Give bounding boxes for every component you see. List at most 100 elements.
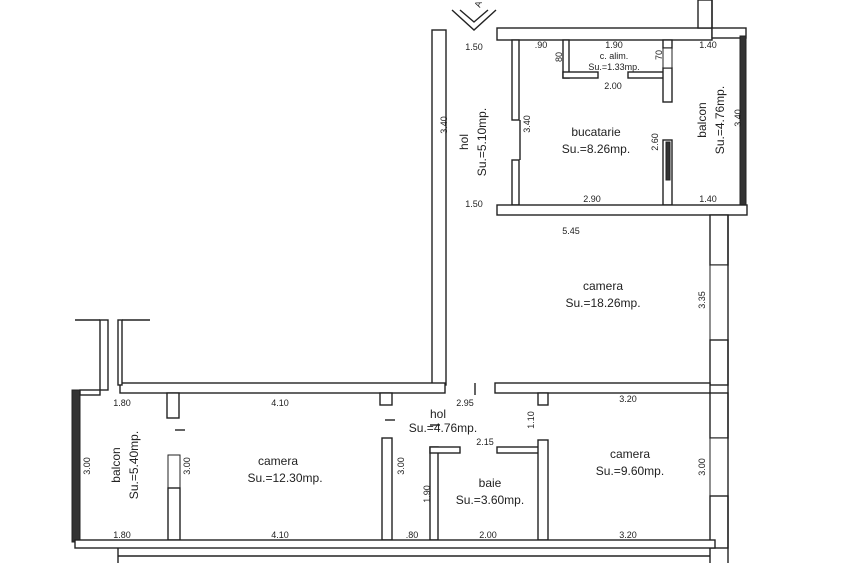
dim: .80 <box>406 530 419 540</box>
room-name: c. alim. <box>600 51 629 61</box>
room-balcon-bottom: balcon Su.=5.40mp. <box>109 431 141 499</box>
room-bucatarie: bucatarie Su.=8.26mp. <box>562 125 630 156</box>
room-area: Su.=4.76mp. <box>713 86 727 154</box>
wall <box>511 159 520 206</box>
dim: 2.00 <box>479 530 497 540</box>
room-camara: c. alim. Su.=1.33mp. <box>588 51 639 72</box>
wall <box>71 389 81 543</box>
wall <box>709 214 729 266</box>
room-name: bucatarie <box>571 125 621 139</box>
room-area: Su.=18.26mp. <box>565 296 640 310</box>
wall <box>709 392 729 439</box>
room-camera-large: camera Su.=18.26mp. <box>565 279 640 310</box>
dim: 80 <box>554 52 564 62</box>
room-name: camera <box>610 447 650 461</box>
room-area: Su.=12.30mp. <box>247 471 322 485</box>
wall <box>662 39 673 49</box>
wall <box>496 27 713 41</box>
wall <box>697 0 713 29</box>
dim: 1.50 <box>465 199 483 209</box>
window <box>709 264 729 341</box>
dim: 2.95 <box>456 398 474 408</box>
dim: 3.20 <box>619 530 637 540</box>
wall <box>627 71 667 79</box>
wall <box>117 319 123 386</box>
window <box>662 47 673 69</box>
dim: 4.10 <box>271 530 289 540</box>
room-area: Su.=9.60mp. <box>596 464 664 478</box>
dim: 1.90 <box>605 40 623 50</box>
dim: 2.15 <box>476 437 494 447</box>
room-area: Su.=1.33mp. <box>588 62 639 72</box>
dim: 1.40 <box>699 40 717 50</box>
dim: 4.10 <box>271 398 289 408</box>
wall <box>494 382 711 394</box>
wall <box>537 439 549 541</box>
dim: 3.40 <box>733 109 743 127</box>
wall <box>429 446 461 454</box>
dim: 1.40 <box>699 194 717 204</box>
room-hol-bottom: hol Su.=4.76mp. <box>409 407 477 435</box>
dim: 1.80 <box>113 530 131 540</box>
wall <box>79 389 101 396</box>
wall <box>496 204 748 216</box>
dim: 1.90 <box>422 485 432 503</box>
room-name: baie <box>479 476 502 490</box>
room-name: hol <box>430 407 446 421</box>
wall <box>496 446 543 454</box>
dim: 1.50 <box>465 42 483 52</box>
room-hol-top: hol Su.=5.10mp. <box>457 108 489 176</box>
walls <box>71 0 748 563</box>
dim: 1.80 <box>113 398 131 408</box>
room-name: balcon <box>695 102 709 137</box>
dim: 5.45 <box>562 226 580 236</box>
wall <box>381 437 393 541</box>
dim: 3.00 <box>82 457 92 475</box>
wall <box>119 382 446 394</box>
wall <box>99 319 109 391</box>
wall <box>166 392 180 419</box>
section-marker: A <box>451 0 497 31</box>
dim: .90 <box>535 40 548 50</box>
wall <box>562 71 599 79</box>
room-baie: baie Su.=3.60mp. <box>456 476 524 507</box>
wall <box>665 141 671 181</box>
window <box>167 454 181 489</box>
dim: 1.10 <box>526 411 536 429</box>
dim: 2.60 <box>650 133 660 151</box>
wall <box>709 339 729 386</box>
section-marker-label: A <box>472 0 483 9</box>
dim: 3.40 <box>439 116 449 134</box>
dim: 2.00 <box>604 81 622 91</box>
dim: 70 <box>654 50 664 60</box>
wall <box>662 67 673 103</box>
dim: 3.00 <box>182 457 192 475</box>
dimension-labels: 1.50 3.40 1.50 .90 3.40 2.90 2.60 1.90 8… <box>82 40 743 540</box>
wall <box>379 392 393 406</box>
dim: 3.20 <box>619 394 637 404</box>
room-area: Su.=5.10mp. <box>475 108 489 176</box>
window <box>709 437 729 497</box>
dim: 3.00 <box>697 458 707 476</box>
room-name: hol <box>457 134 471 150</box>
room-camera-left: camera Su.=12.30mp. <box>247 454 322 485</box>
room-area: Su.=5.40mp. <box>127 431 141 499</box>
wall <box>167 487 181 541</box>
dim: 3.00 <box>396 457 406 475</box>
room-area: Su.=4.76mp. <box>409 421 477 435</box>
dim: 3.35 <box>697 291 707 309</box>
wall <box>511 39 520 121</box>
room-balcon-top: balcon Su.=4.76mp. <box>695 86 727 154</box>
room-area: Su.=3.60mp. <box>456 493 524 507</box>
room-name: camera <box>583 279 623 293</box>
room-name: camera <box>258 454 298 468</box>
room-camera-right: camera Su.=9.60mp. <box>596 447 664 478</box>
dim: 2.90 <box>583 194 601 204</box>
room-area: Su.=8.26mp. <box>562 142 630 156</box>
wall <box>431 29 447 386</box>
wall <box>711 27 747 39</box>
room-name: balcon <box>109 447 123 482</box>
wall <box>537 392 549 406</box>
wall <box>74 539 716 549</box>
